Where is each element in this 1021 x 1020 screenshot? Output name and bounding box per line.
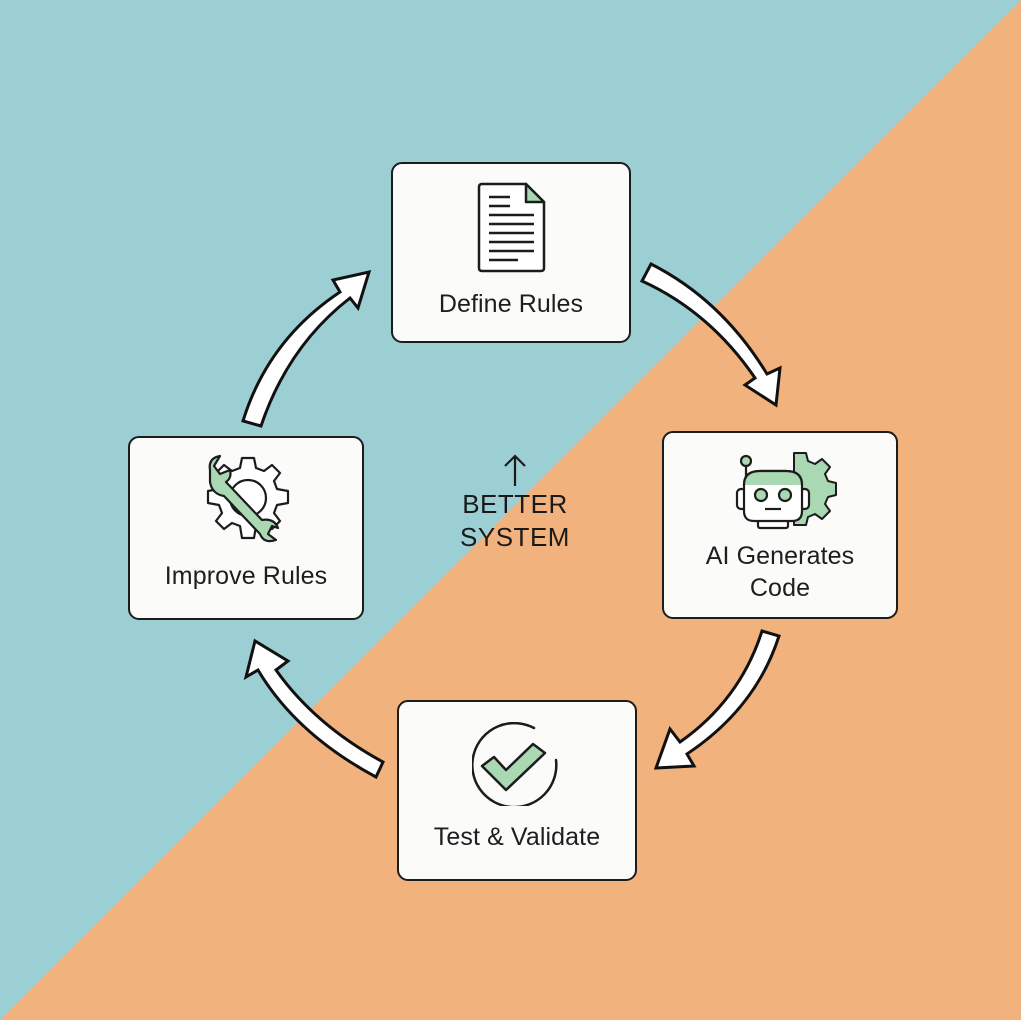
arrow-improve-to-define <box>241 269 372 428</box>
node-label-line-1: AI Generates <box>705 542 855 570</box>
wrench-gear-icon <box>206 454 290 543</box>
arrow-test-to-improve <box>243 638 385 780</box>
node-label: Define Rules <box>438 290 584 318</box>
arrow-generate-to-test <box>653 629 781 770</box>
node-define-rules: Define Rules <box>391 162 631 343</box>
center-label: BETTER SYSTEM <box>440 452 590 554</box>
up-arrow-icon <box>504 454 526 486</box>
node-ai-generates-code: AI Generates Code <box>662 431 898 619</box>
check-circle-icon <box>472 722 558 806</box>
node-label: Test & Validate <box>433 823 601 851</box>
center-label-line-1: BETTER <box>462 489 568 519</box>
node-improve-rules: Improve Rules <box>128 436 364 620</box>
node-label: Improve Rules <box>164 562 328 590</box>
arrow-define-to-generate <box>639 261 782 408</box>
node-test-validate: Test & Validate <box>397 700 637 881</box>
node-label-line-2: Code <box>749 574 811 602</box>
document-icon <box>477 182 546 273</box>
robot-gear-icon <box>735 452 837 530</box>
center-label-line-2: SYSTEM <box>460 522 570 552</box>
